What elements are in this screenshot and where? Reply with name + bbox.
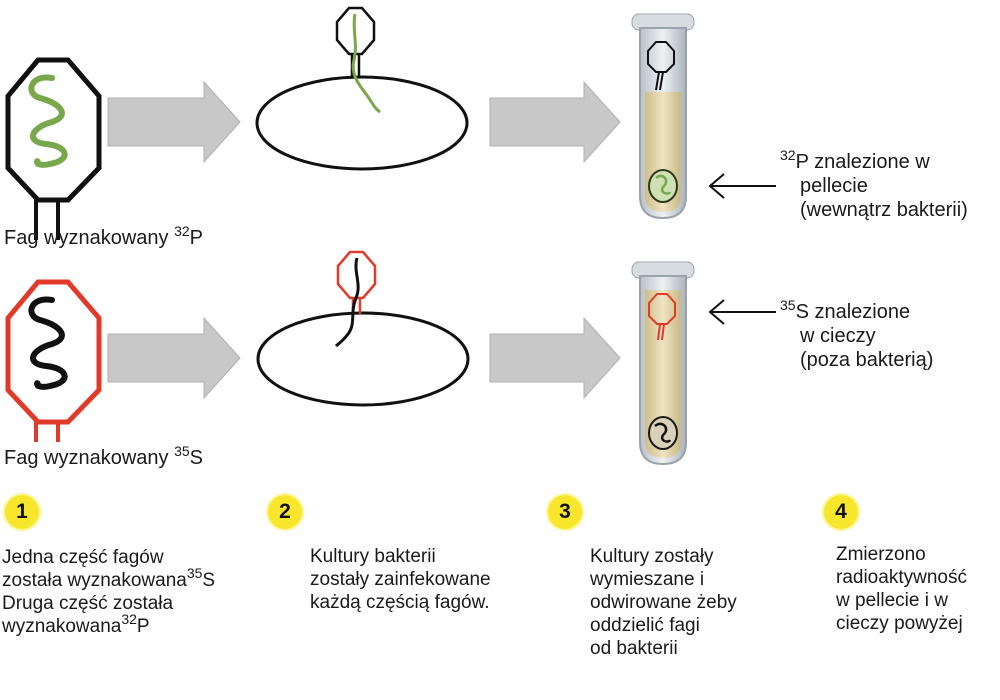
test-tube-row2 [631,261,695,466]
isotope-mass-35: 35 [174,443,190,459]
result-s35-line1: 35S znalezione [780,297,911,324]
step-2-badge: 2 [266,493,304,531]
result-p32-el: P [795,151,809,173]
step-1-text: Jedna część fagów została wyznakowana35S… [2,546,215,638]
step-3-text: Kultury zostały wymieszane i odwirowane … [590,546,737,659]
phage-p32-large [5,57,102,240]
step-1-line4: wyznakowana [2,616,122,637]
result-s35-line3: (poza bakterią) [800,349,934,371]
pointer-arrow-row1 [708,173,776,199]
step-1-iso-35: 35 [186,565,203,581]
step-1-el-s: S [202,570,216,591]
step-1-iso-32: 32 [121,611,137,627]
test-tube-row1 [631,13,695,220]
step-1-badge: 1 [3,493,41,531]
label-phage-s35: Fag wyznakowany 35S [4,443,203,470]
result-s35-el: S [795,301,809,323]
label-phage-p32: Fag wyznakowany 32P [4,223,203,250]
phage-s35-large [5,279,102,442]
step-2-text: Kultury bakterii zostały zainfekowane ka… [310,546,491,613]
phage-s35-small [334,250,377,348]
dna-p32 [28,74,68,168]
dna-s35 [28,296,68,390]
bacterium-row1 [255,75,469,171]
label-phage-s35-prefix: Fag wyznakowany [4,447,175,469]
arrow-row2-a [107,316,241,400]
arrow-row1-a [107,80,241,164]
step-1-line1: Jedna część fagów [2,547,164,568]
step-1-line3: Druga część została [2,593,174,614]
dna-injected-s35 [334,257,360,348]
result-p32-line3: (wewnątrz bakterii) [800,199,968,221]
pointer-arrow-row2 [708,299,776,325]
result-p32-iso: 32 [780,147,796,163]
arrow-row1-b [489,80,621,164]
dna-injected-p32 [351,13,381,114]
result-s35-text1: znalezione [808,301,911,323]
result-p32-line2: pellecie [800,175,868,197]
arrow-row2-b [489,316,621,400]
phage-p32-small [335,6,381,114]
bacterium-row2 [256,311,470,407]
label-phage-p32-prefix: Fag wyznakowany [4,227,175,249]
result-s35-line2: w cieczy [800,325,876,347]
step-3-badge: 3 [546,493,584,531]
result-p32-line1: 32P znalezione w [780,147,930,174]
result-p32-text1: znalezione w [808,151,930,173]
pellet-s35 [648,416,678,450]
isotope-element-p: P [189,227,203,249]
step-1-line2: została wyznakowana [2,570,187,591]
isotope-element-s: S [189,447,203,469]
result-s35-iso: 35 [780,297,796,313]
step-1-el-p: P [136,616,150,637]
step-4-badge: 4 [822,493,860,531]
step-4-text: Zmierzono radioaktywność w pellecie i w … [836,544,967,634]
isotope-mass-32: 32 [174,223,190,239]
